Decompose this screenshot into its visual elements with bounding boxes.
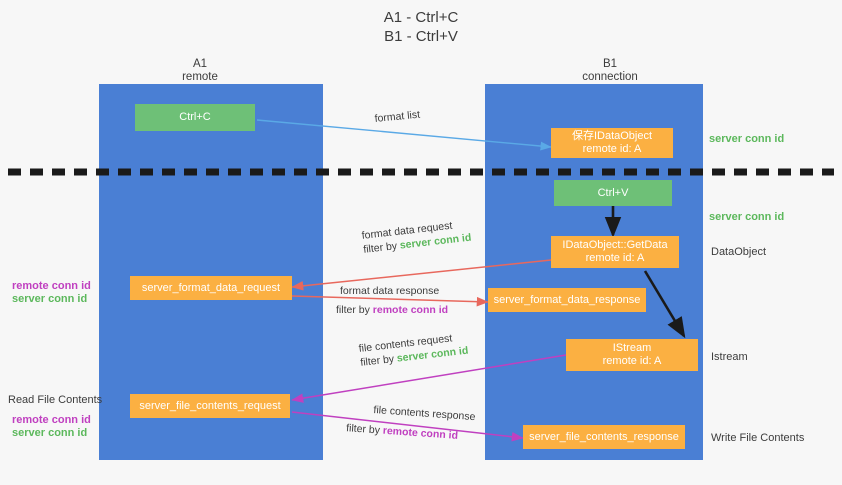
box-server-format-data-response-label: server_format_data_response	[493, 293, 641, 306]
box-save-idataobject-line1: 保存IDataObject	[571, 130, 653, 142]
note-server-conn-id-upper: server conn id	[12, 293, 88, 305]
diagram-title: A1 - Ctrl+C B1 - Ctrl+V	[0, 8, 842, 46]
box-server-format-data-response[interactable]: server_format_data_response	[488, 288, 646, 312]
note-remote-conn-id-upper: remote conn id	[12, 280, 91, 292]
box-ctrl-v-label: Ctrl+V	[597, 186, 629, 199]
box-istream[interactable]: IStream remote id: A	[566, 339, 698, 371]
wire-label-file-contents-response-line1: file contents response	[373, 403, 476, 424]
box-server-file-contents-request[interactable]: server_file_contents_request	[130, 394, 290, 418]
box-server-format-data-request[interactable]: server_format_data_request	[130, 276, 292, 300]
box-getdata[interactable]: IDataObject::GetData remote id: A	[551, 236, 679, 268]
box-server-format-data-request-label: server_format_data_request	[141, 281, 281, 294]
lane-a1-name: A1	[192, 58, 208, 70]
wire-label-file-contents-response: file contents response filter by remote …	[346, 403, 476, 444]
note-server-conn-id-lower: server conn id	[12, 427, 88, 439]
box-ctrl-v[interactable]: Ctrl+V	[554, 180, 672, 206]
wire-label-file-contents-request: file contents request filter by server c…	[358, 330, 469, 370]
note-server-conn-id-top: server conn id	[709, 133, 785, 145]
note-istream: Istream	[711, 351, 748, 363]
box-server-file-contents-response-label: server_file_contents_response	[529, 430, 679, 443]
note-server-conn-id-mid: server conn id	[709, 211, 785, 223]
box-istream-line1: IStream	[612, 342, 652, 354]
lane-b1-name: B1	[602, 58, 618, 70]
note-write-file-contents: Write File Contents	[711, 432, 805, 444]
box-save-idataobject-line2: remote id: A	[582, 143, 642, 155]
wire-label-format-data-response-line2: filter by remote conn id	[336, 304, 449, 316]
lane-b1-role: connection	[582, 71, 638, 83]
box-server-file-contents-response[interactable]: server_file_contents_response	[523, 425, 685, 449]
wire-label-format-list: format list	[374, 108, 421, 125]
box-ctrl-c[interactable]: Ctrl+C	[135, 104, 255, 131]
key-remote-conn-id-2: remote conn id	[382, 424, 459, 442]
wire-label-format-data-response: format data response filter by remote co…	[336, 284, 448, 317]
lane-a1-role: remote	[182, 71, 218, 83]
wire-label-format-data-response-line1: format data response	[340, 285, 440, 297]
box-istream-line2: remote id: A	[602, 355, 662, 367]
lane-header-b1: B1 connection	[540, 58, 680, 84]
note-remote-conn-id-lower: remote conn id	[12, 414, 91, 426]
lane-header-a1: A1 remote	[140, 58, 260, 84]
wire-label-format-data-request: format data request filter by server con…	[361, 217, 472, 257]
box-save-idataobject[interactable]: 保存IDataObject remote id: A	[551, 128, 673, 158]
title-line-1: A1 - Ctrl+C	[383, 9, 459, 26]
key-remote-conn-id: remote conn id	[372, 304, 449, 316]
note-read-file-contents: Read File Contents	[8, 394, 103, 406]
box-server-file-contents-request-label: server_file_contents_request	[139, 399, 281, 412]
box-getdata-line1: IDataObject::GetData	[562, 239, 668, 251]
note-dataobject: DataObject	[711, 246, 767, 258]
box-getdata-line2: remote id: A	[585, 252, 645, 264]
wire-label-file-contents-response-line2: filter by remote conn id	[345, 422, 459, 442]
box-ctrl-c-label: Ctrl+C	[179, 111, 211, 123]
title-line-2: B1 - Ctrl+V	[384, 28, 458, 45]
